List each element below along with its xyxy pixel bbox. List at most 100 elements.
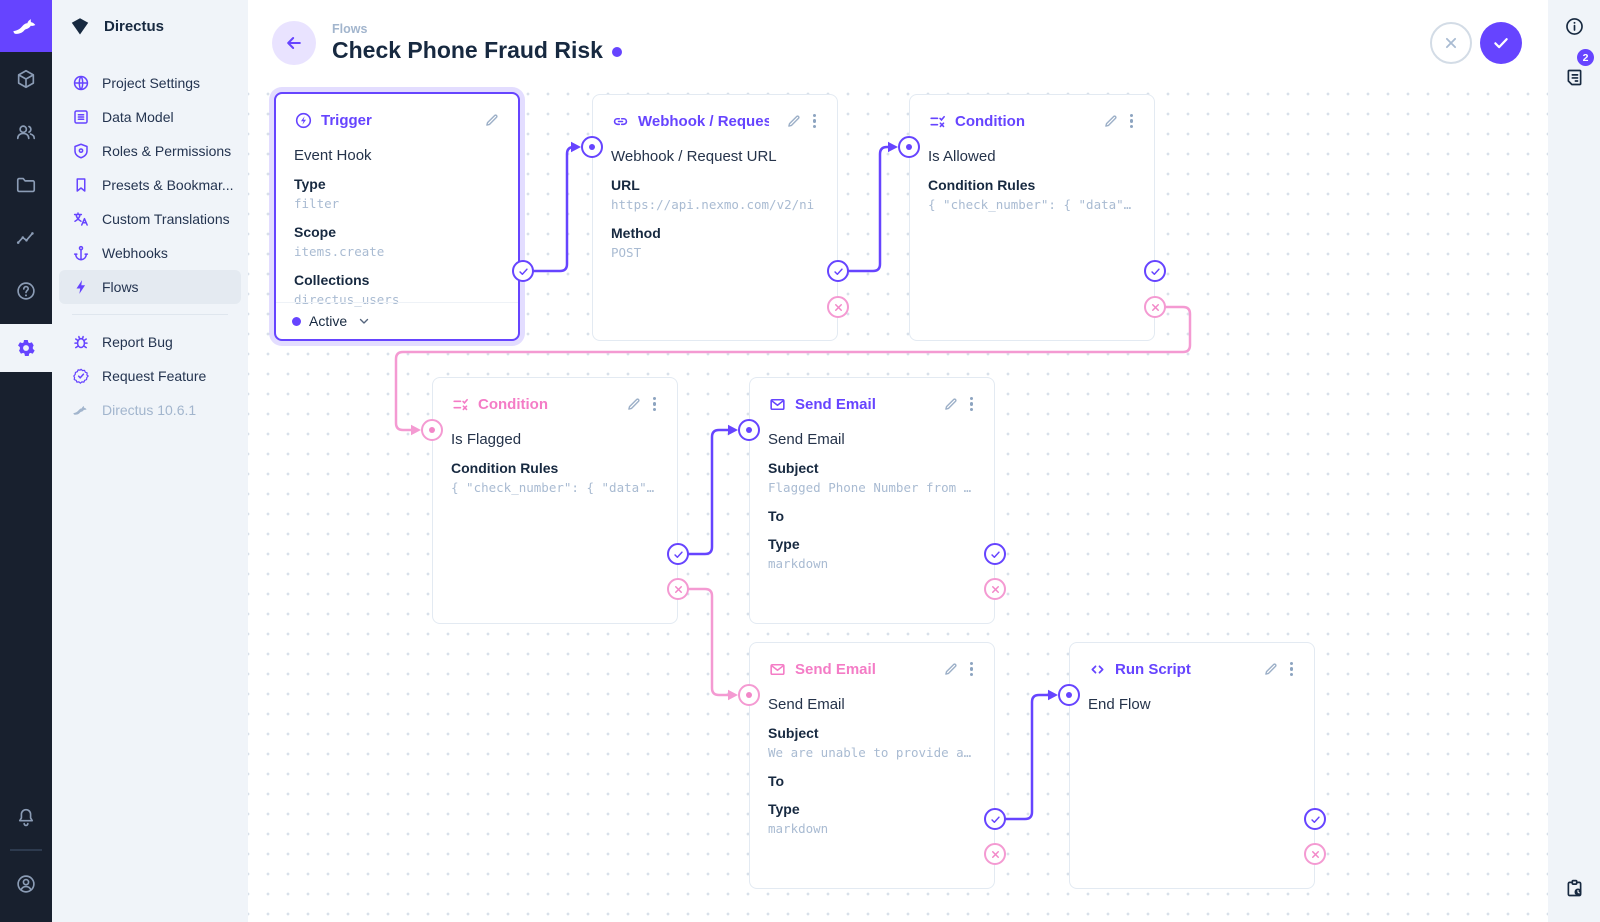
check-icon	[1494, 38, 1508, 49]
edit-icon[interactable]	[1102, 113, 1119, 130]
sidebar-item-presets-bookmarks[interactable]: Presets & Bookmar...	[59, 168, 241, 202]
sidebar-item-label: Roles & Permissions	[102, 143, 232, 159]
resolve-connector[interactable]	[984, 543, 1006, 565]
info-icon[interactable]	[1548, 4, 1600, 48]
flow-node-send-email-unable[interactable]: Send Email Send Email Subject We are una…	[749, 642, 995, 889]
translate-icon	[72, 210, 90, 228]
flow-node-trigger[interactable]: Trigger Event Hook Type filter Scope ite…	[274, 92, 520, 341]
field-value: https://api.nexmo.com/v2/ni	[611, 197, 815, 212]
flow-node-condition-allowed[interactable]: Condition Is Allowed Condition Rules { "…	[909, 94, 1155, 341]
more-options-icon[interactable]	[650, 395, 659, 414]
bell-icon[interactable]	[0, 790, 52, 843]
field-value: items.create	[294, 244, 385, 259]
reject-connector[interactable]	[667, 578, 689, 600]
more-options-icon[interactable]	[810, 112, 819, 131]
field-value: { "check_number": { "data"…	[928, 197, 1132, 212]
flow-node-send-email-flagged[interactable]: Send Email Send Email Subject Flagged Ph…	[749, 377, 995, 624]
sidebar-item-flows[interactable]: Flows	[59, 270, 241, 304]
input-connector[interactable]	[738, 684, 760, 706]
edit-icon[interactable]	[942, 661, 959, 678]
module-content-box-icon[interactable]	[0, 52, 52, 105]
sidebar-item-custom-translations[interactable]: Custom Translations	[59, 202, 241, 236]
reject-connector[interactable]	[984, 578, 1006, 600]
sidebar-divider	[72, 314, 228, 315]
reject-connector[interactable]	[827, 296, 849, 318]
cancel-button[interactable]	[1430, 22, 1472, 64]
project-logo-icon	[71, 18, 89, 35]
node-title: Condition	[955, 112, 1025, 130]
module-bar-divider	[10, 849, 42, 851]
input-connector[interactable]	[898, 136, 920, 158]
edit-icon[interactable]	[942, 396, 959, 413]
field-value: Flagged Phone Number from …	[768, 480, 972, 495]
resolve-connector[interactable]	[512, 260, 534, 282]
edit-icon[interactable]	[785, 113, 802, 130]
activity-log-icon[interactable]: 2	[1548, 49, 1600, 99]
trigger-status-toggle[interactable]: Active	[276, 302, 518, 339]
anchor-icon	[72, 244, 90, 262]
edit-icon[interactable]	[483, 112, 500, 129]
more-options-icon[interactable]	[1127, 112, 1136, 131]
sidebar-item-webhooks[interactable]: Webhooks	[59, 236, 241, 270]
notification-badge: 2	[1577, 49, 1594, 66]
resolve-connector[interactable]	[667, 543, 689, 565]
sidebar-item-request-feature[interactable]: Request Feature	[59, 359, 241, 393]
module-insights-icon[interactable]	[0, 211, 52, 264]
directus-rabbit-logo[interactable]	[0, 0, 52, 52]
node-subtitle: End Flow	[1088, 696, 1151, 713]
save-button[interactable]	[1480, 22, 1522, 64]
field-label: URL	[611, 177, 640, 193]
reject-connector[interactable]	[1304, 843, 1326, 865]
sidebar-item-project-settings[interactable]: Project Settings	[59, 66, 241, 100]
field-label: Method	[611, 225, 661, 241]
shield-icon	[72, 142, 90, 160]
node-subtitle: Is Allowed	[928, 148, 996, 165]
edit-icon[interactable]	[1262, 661, 1279, 678]
more-options-icon[interactable]	[967, 395, 976, 414]
sidebar-item-report-bug[interactable]: Report Bug	[59, 325, 241, 359]
module-settings-gear-icon[interactable]	[0, 324, 52, 372]
rule-icon	[451, 395, 470, 414]
input-connector[interactable]	[1058, 684, 1080, 706]
sidebar-item-data-model[interactable]: Data Model	[59, 100, 241, 134]
project-header[interactable]: Directus	[52, 0, 248, 52]
reject-connector[interactable]	[1144, 296, 1166, 318]
module-files-folder-icon[interactable]	[0, 158, 52, 211]
sidebar-item-label: Webhooks	[102, 245, 168, 261]
node-subtitle: Send Email	[768, 696, 845, 713]
field-label: Condition Rules	[928, 177, 1036, 193]
avatar-icon[interactable]	[0, 857, 52, 910]
sidebar-item-label: Data Model	[102, 109, 174, 125]
status-dot-icon	[292, 316, 301, 326]
field-label: Type	[294, 176, 326, 192]
input-connector[interactable]	[738, 419, 760, 441]
resolve-connector[interactable]	[984, 808, 1006, 830]
input-connector[interactable]	[581, 136, 603, 158]
module-help-icon[interactable]	[0, 264, 52, 317]
flow-node-condition-flagged[interactable]: Condition Is Flagged Condition Rules { "…	[432, 377, 678, 624]
globe-icon	[72, 74, 90, 92]
edit-icon[interactable]	[625, 396, 642, 413]
flow-node-run-script[interactable]: Run Script End Flow	[1069, 642, 1315, 889]
clipboard-clock-icon[interactable]	[1548, 866, 1600, 910]
node-title: Send Email	[795, 395, 876, 413]
field-label: Type	[768, 536, 800, 552]
field-label: Collections	[294, 272, 370, 288]
resolve-connector[interactable]	[1304, 808, 1326, 830]
reject-connector[interactable]	[984, 843, 1006, 865]
more-options-icon[interactable]	[967, 660, 976, 679]
close-icon	[1445, 37, 1457, 49]
sidebar-item-label: Presets & Bookmar...	[102, 177, 234, 193]
more-options-icon[interactable]	[1287, 660, 1296, 679]
code-icon	[1088, 660, 1107, 679]
field-label: Subject	[768, 460, 819, 476]
module-users-icon[interactable]	[0, 105, 52, 158]
input-connector[interactable]	[421, 419, 443, 441]
sidebar-item-roles-permissions[interactable]: Roles & Permissions	[59, 134, 241, 168]
flow-node-webhook[interactable]: Webhook / Request U Webhook / Request UR…	[592, 94, 838, 341]
arrow-left-icon	[287, 37, 301, 49]
resolve-connector[interactable]	[827, 260, 849, 282]
resolve-connector[interactable]	[1144, 260, 1166, 282]
sidebar-version: Directus 10.6.1	[59, 393, 241, 427]
back-button[interactable]	[272, 21, 316, 65]
